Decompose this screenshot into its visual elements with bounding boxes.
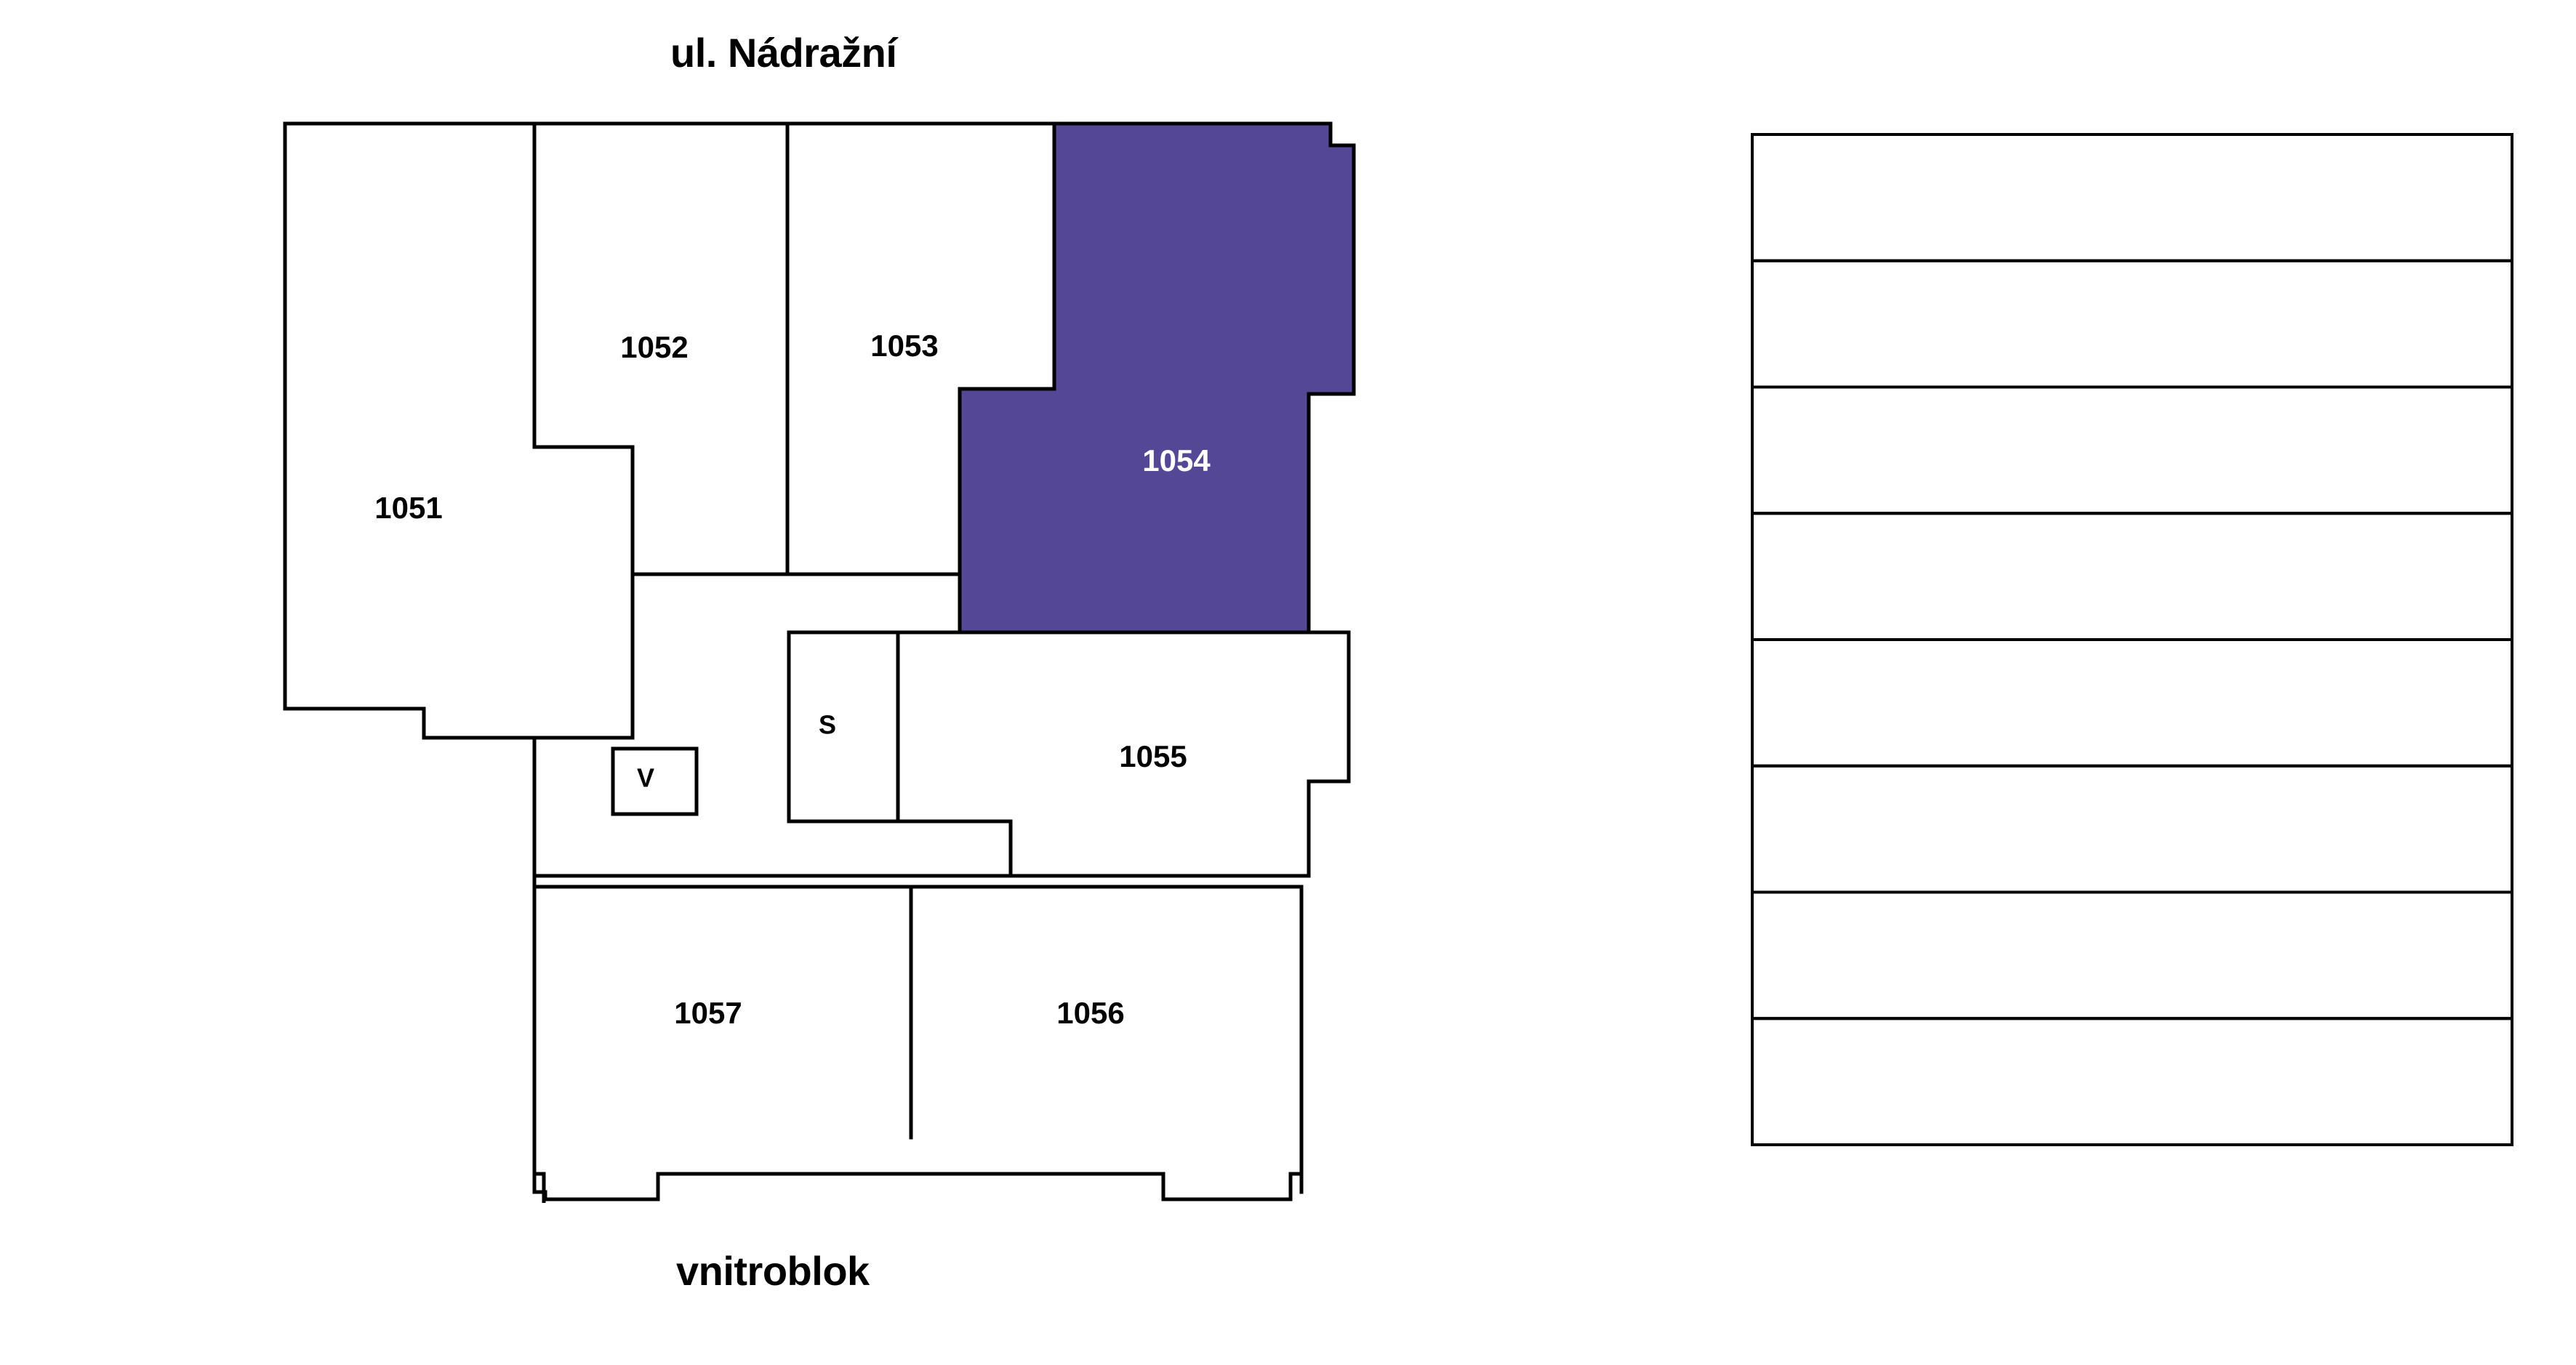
street-label-top: ul. Nádražní xyxy=(670,30,897,76)
room-v-label: V xyxy=(637,763,654,793)
floor-row-2[interactable] xyxy=(1751,385,2513,515)
plan-labels: 1051 1052 1053 1055 1056 1057 S V xyxy=(374,329,1187,1030)
unit-1051-label: 1051 xyxy=(374,491,442,525)
floor-row-1[interactable] xyxy=(1751,259,2513,389)
floor-row-2-rect[interactable] xyxy=(1751,385,2513,515)
unit-1054-label: 1054 xyxy=(1142,443,1211,478)
room-v-outline[interactable] xyxy=(611,746,699,816)
room-s-outline[interactable] xyxy=(787,630,900,824)
plan-walls xyxy=(283,121,1356,1203)
floor-row-4-rect[interactable] xyxy=(1751,638,2513,768)
unit-1051-outline[interactable] xyxy=(283,121,635,740)
building-base-silhouette xyxy=(532,1121,1304,1201)
wall-1051-1052 xyxy=(532,121,635,740)
wall-1053-1054 xyxy=(958,121,1056,635)
unit-1056-label: 1056 xyxy=(1056,996,1124,1030)
floor-row-5[interactable] xyxy=(1751,764,2513,894)
floor-row-3-selected[interactable]: 5.NP xyxy=(1751,512,2513,641)
floor-row-4[interactable] xyxy=(1751,638,2513,768)
unit-1053-label: 1053 xyxy=(870,329,938,363)
unit-1052-label: 1052 xyxy=(620,330,688,364)
floor-row-5-rect[interactable] xyxy=(1751,764,2513,894)
floor-row-6[interactable] xyxy=(1751,890,2513,1020)
floor-row-7[interactable] xyxy=(1751,1017,2513,1146)
floor-row-6-rect[interactable] xyxy=(1751,890,2513,1020)
floor-row-3-label: 5.NP xyxy=(2090,553,2175,595)
floor-row-0-rect[interactable] xyxy=(1751,133,2513,262)
wall-1054-right xyxy=(1052,121,1356,635)
floor-row-7-rect[interactable] xyxy=(1751,1017,2513,1146)
street-label-bottom: vnitroblok xyxy=(676,1248,870,1294)
room-s-label: S xyxy=(819,710,836,740)
unit-1057-label: 1057 xyxy=(674,996,742,1030)
unit-1055-label: 1055 xyxy=(1119,739,1187,773)
floor-row-1-rect[interactable] xyxy=(1751,259,2513,389)
floor-row-0[interactable] xyxy=(1751,133,2513,262)
